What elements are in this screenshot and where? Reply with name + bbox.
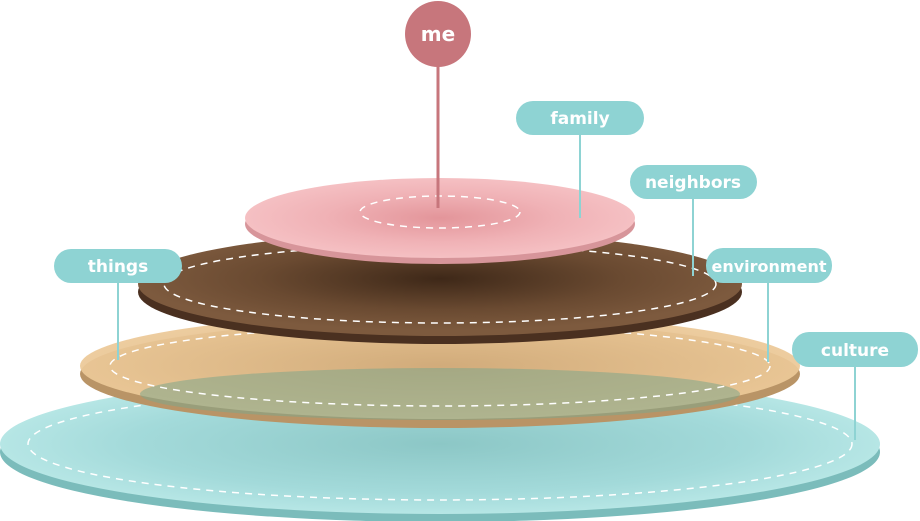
label-environment-text: environment xyxy=(712,257,827,276)
neighbors-layer xyxy=(138,232,742,344)
center-node: me xyxy=(405,1,471,67)
label-things: things xyxy=(54,249,182,283)
label-family-text: family xyxy=(550,109,609,129)
label-family: family xyxy=(516,101,644,135)
connector-lines xyxy=(117,60,856,440)
label-culture-text: culture xyxy=(821,341,889,361)
label-neighbors-text: neighbors xyxy=(645,173,741,193)
environment-layer xyxy=(80,313,800,428)
center-label: me xyxy=(421,22,455,46)
label-neighbors: neighbors xyxy=(630,165,757,199)
label-things-text: things xyxy=(88,257,148,277)
family-layer xyxy=(245,178,635,264)
label-culture: culture xyxy=(792,332,918,367)
label-environment: environment xyxy=(706,248,832,283)
